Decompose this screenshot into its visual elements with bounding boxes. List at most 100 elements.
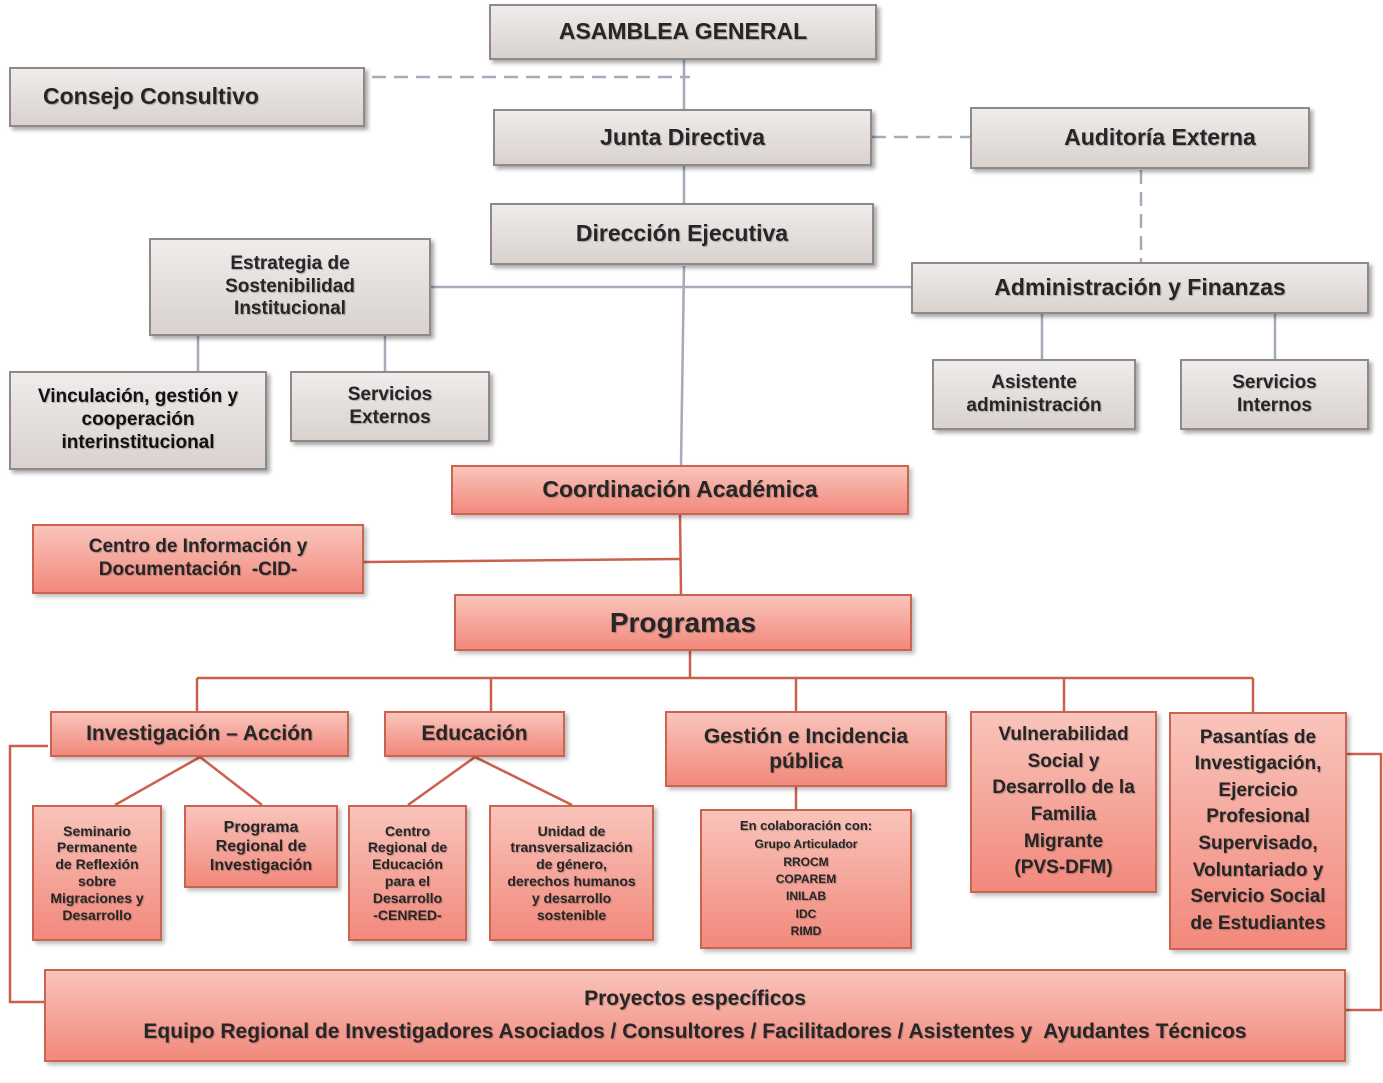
consejo-consultivo-label: Consejo Consultivo	[43, 83, 259, 110]
consejo-consultivo-box: Consejo Consultivo	[9, 67, 365, 127]
cid-box: Centro de Información y Documentación -C…	[32, 524, 364, 594]
auditoria-externa-box: Auditoría Externa	[970, 107, 1310, 169]
programas-label: Programas	[609, 606, 757, 638]
servicios-externos-line: Servicios	[347, 383, 433, 405]
asistente-administracion-box: Asistente administración	[932, 359, 1136, 430]
seminario-box: Seminario Permanente de Reflexión sobre …	[32, 805, 162, 941]
educacion-label: Educación	[421, 722, 528, 746]
unidad-line: de género,	[536, 856, 607, 873]
vulnerabilidad-line: Migrante	[1023, 830, 1104, 852]
centro-regional-line: para el	[384, 873, 431, 889]
pasantias-line: Investigación,	[1194, 753, 1322, 775]
centro-regional-line: Centro	[384, 822, 431, 839]
colaboracion-item: RIMD	[790, 924, 822, 939]
auditoria-externa-label: Auditoría Externa	[1064, 124, 1256, 151]
pasantias-box: Pasantías de Investigación, Ejercicio Pr…	[1169, 712, 1347, 950]
cid-line: Documentación -CID-	[98, 559, 298, 580]
junta-directiva-label: Junta Directiva	[600, 123, 765, 150]
line-cid	[363, 557, 681, 564]
seminario-line: de Reflexión	[55, 856, 139, 873]
pasantias-line: Profesional	[1206, 806, 1310, 828]
unidad-line: y desarrollo	[531, 889, 612, 906]
programa-regional-box: Programa Regional de Investigación	[184, 805, 338, 888]
programa-regional-line: Regional de	[215, 837, 307, 855]
line-investigacion-programa	[199, 756, 263, 806]
bracket-left	[8, 744, 48, 1004]
seminario-line: Migraciones y	[50, 889, 144, 906]
asamblea-general-box: ASAMBLEA GENERAL	[489, 4, 877, 60]
programas-box: Programas	[454, 594, 912, 651]
asistente-line: Asistente	[991, 371, 1077, 393]
seminario-line: Seminario	[63, 822, 131, 839]
investigacion-accion-box: Investigación – Acción	[50, 711, 349, 757]
seminario-line: Desarrollo	[62, 906, 132, 923]
seminario-line: sobre	[77, 873, 117, 889]
unidad-transversalizacion-box: Unidad de transversalización de género, …	[489, 805, 654, 941]
unidad-line: transversalización	[510, 839, 633, 856]
colaboracion-item: IDC	[795, 906, 817, 921]
vulnerabilidad-line: (PVS-DFM)	[1014, 857, 1113, 879]
unidad-line: derechos humanos	[507, 873, 636, 889]
vinculacion-line: interinstitucional	[61, 431, 215, 453]
proyectos-title: Proyectos específicos	[584, 986, 806, 1010]
asistente-line: administración	[966, 394, 1102, 416]
asamblea-general-label: ASAMBLEA GENERAL	[558, 18, 808, 45]
proyectos-especificos-box: Proyectos específicos Equipo Regional de…	[44, 969, 1346, 1062]
vinculacion-box: Vinculación, gestión y cooperación inter…	[9, 371, 267, 470]
vulnerabilidad-box: Vulnerabilidad Social y Desarrollo de la…	[970, 711, 1157, 893]
line-educacion-unidad	[474, 755, 573, 807]
estrategia-box: Estrategia de Sostenibilidad Institucion…	[149, 238, 431, 336]
colaboracion-box: En colaboración con: Grupo Articulador R…	[700, 809, 912, 949]
line-educacion-centro	[407, 755, 476, 807]
gestion-incidencia-box: Gestión e Incidencia pública	[665, 711, 947, 787]
coordinacion-academica-label: Coordinación Académica	[542, 476, 818, 503]
vulnerabilidad-line: Familia	[1030, 804, 1097, 825]
junta-directiva-box: Junta Directiva	[493, 109, 872, 166]
programa-regional-line: Investigación	[209, 857, 313, 875]
colaboracion-item: RROCM	[783, 854, 829, 869]
servicios-internos-line: Internos	[1237, 394, 1312, 416]
servicios-internos-box: Servicios Internos	[1180, 359, 1369, 430]
estrategia-line: Sostenibilidad	[225, 275, 355, 297]
investigacion-accion-label: Investigación – Acción	[86, 722, 313, 746]
colaboracion-item: INILAB	[786, 889, 826, 904]
pasantias-line: Ejercicio	[1218, 779, 1298, 801]
colaboracion-heading: En colaboración con:	[739, 818, 873, 834]
centro-regional-line: Educación	[372, 856, 443, 873]
pasantias-line: Supervisado,	[1198, 833, 1318, 854]
vulnerabilidad-line: Social y	[1027, 750, 1100, 772]
centro-regional-line: Desarrollo	[372, 889, 443, 906]
seminario-line: Permanente	[56, 839, 138, 856]
gestion-line: pública	[769, 750, 843, 773]
centro-regional-line: -CENRED-	[373, 906, 442, 923]
pasantias-line: de Estudiantes	[1190, 912, 1326, 934]
administracion-finanzas-label: Administración y Finanzas	[994, 274, 1286, 301]
pasantias-line: Servicio Social	[1190, 886, 1326, 908]
vulnerabilidad-line: Vulnerabilidad	[998, 724, 1129, 746]
coordinacion-academica-box: Coordinación Académica	[451, 465, 909, 515]
colaboracion-item: COPAREM	[775, 872, 837, 887]
pasantias-line: Voluntariado y	[1192, 859, 1324, 881]
vinculacion-line: Vinculación, gestión y	[37, 386, 239, 408]
servicios-internos-line: Servicios	[1232, 371, 1317, 393]
pasantias-line: Pasantías de	[1199, 726, 1317, 748]
vinculacion-line: cooperación	[81, 409, 195, 431]
gestion-line: Gestión e Incidencia	[703, 724, 909, 748]
programa-regional-line: Programa	[223, 818, 299, 836]
line-investigacion-seminario	[114, 755, 201, 807]
centro-regional-box: Centro Regional de Educación para el Des…	[348, 805, 467, 941]
centro-regional-line: Regional de	[367, 839, 448, 856]
estrategia-line: Institucional	[234, 298, 346, 320]
servicios-externos-box: Servicios Externos	[290, 371, 490, 442]
direccion-ejecutiva-box: Dirección Ejecutiva	[490, 203, 874, 265]
bracket-right	[1346, 752, 1383, 1012]
educacion-box: Educación	[384, 711, 565, 757]
proyectos-subtitle: Equipo Regional de Investigadores Asocia…	[143, 1019, 1247, 1043]
vulnerabilidad-line: Desarrollo de la	[992, 777, 1135, 799]
colaboracion-item: Grupo Articulador	[754, 837, 858, 852]
administracion-finanzas-box: Administración y Finanzas	[911, 262, 1369, 314]
line-coordinacion-programas	[678, 514, 683, 596]
line-direccion-coordinacion	[679, 265, 686, 466]
estrategia-line: Estrategia de	[230, 252, 350, 274]
